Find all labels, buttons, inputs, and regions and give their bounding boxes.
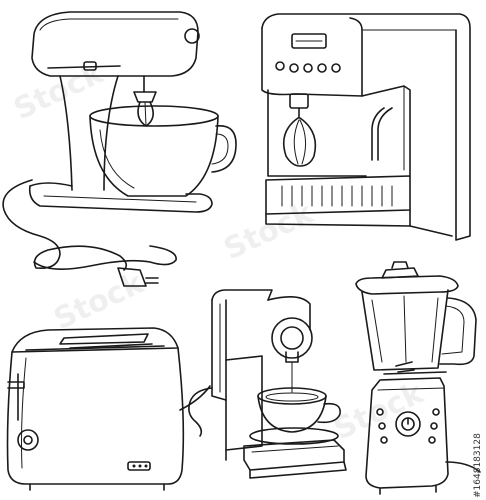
stand-mixer	[2, 11, 237, 287]
stock-id-label: #1648183128	[473, 433, 483, 498]
svg-text:Stock: Stock	[329, 375, 430, 447]
svg-text:Stock: Stock	[49, 265, 150, 337]
espresso-machine	[261, 13, 471, 241]
watermark-pattern: Stock Stock Stock Stock	[9, 55, 430, 447]
blender	[355, 261, 481, 495]
toaster	[6, 327, 211, 491]
svg-text:Stock: Stock	[219, 195, 320, 267]
capsule-coffee-machine	[188, 289, 347, 479]
